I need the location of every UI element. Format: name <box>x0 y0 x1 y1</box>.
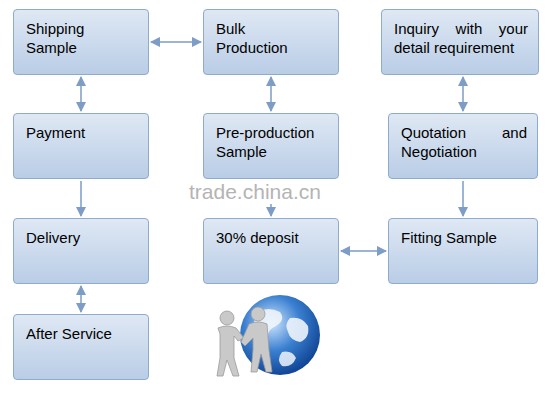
flow-arrow <box>341 250 386 252</box>
flow-arrow <box>80 77 82 111</box>
flow-arrow <box>80 286 82 312</box>
box-label: Delivery <box>26 228 126 247</box>
process-box: Inquiry with your detail requirement <box>381 9 539 75</box>
box-label: After Service <box>26 324 126 343</box>
box-label: Pre-production Sample <box>216 123 320 161</box>
process-box: Pre-production Sample <box>203 113 339 179</box>
flow-arrow <box>462 77 464 111</box>
process-box: Quotation and Negotiation <box>388 113 538 179</box>
watermark: trade.china.cn <box>186 180 324 204</box>
process-box: Shipping Sample <box>13 9 149 75</box>
process-box: Delivery <box>13 218 149 284</box>
box-label: Payment <box>26 123 126 142</box>
box-label: 30% deposit <box>216 228 320 247</box>
process-box: Bulk Production <box>203 9 339 75</box>
process-box: Fitting Sample <box>388 218 538 284</box>
flow-arrow <box>151 41 201 43</box>
flow-arrow <box>80 181 82 216</box>
box-label: Shipping Sample <box>26 19 126 57</box>
process-box: After Service <box>13 314 149 380</box>
box-label: Fitting Sample <box>401 228 527 247</box>
box-label: Quotation and Negotiation <box>401 123 527 161</box>
flow-arrow <box>270 77 272 111</box>
flow-arrow <box>462 181 464 216</box>
process-box: 30% deposit <box>203 218 339 284</box>
box-label: Inquiry with your detail requirement <box>394 19 528 57</box>
process-box: Payment <box>13 113 149 179</box>
box-label: Bulk Production <box>216 19 316 57</box>
globe-icon <box>240 295 320 375</box>
people-figures <box>217 307 272 376</box>
